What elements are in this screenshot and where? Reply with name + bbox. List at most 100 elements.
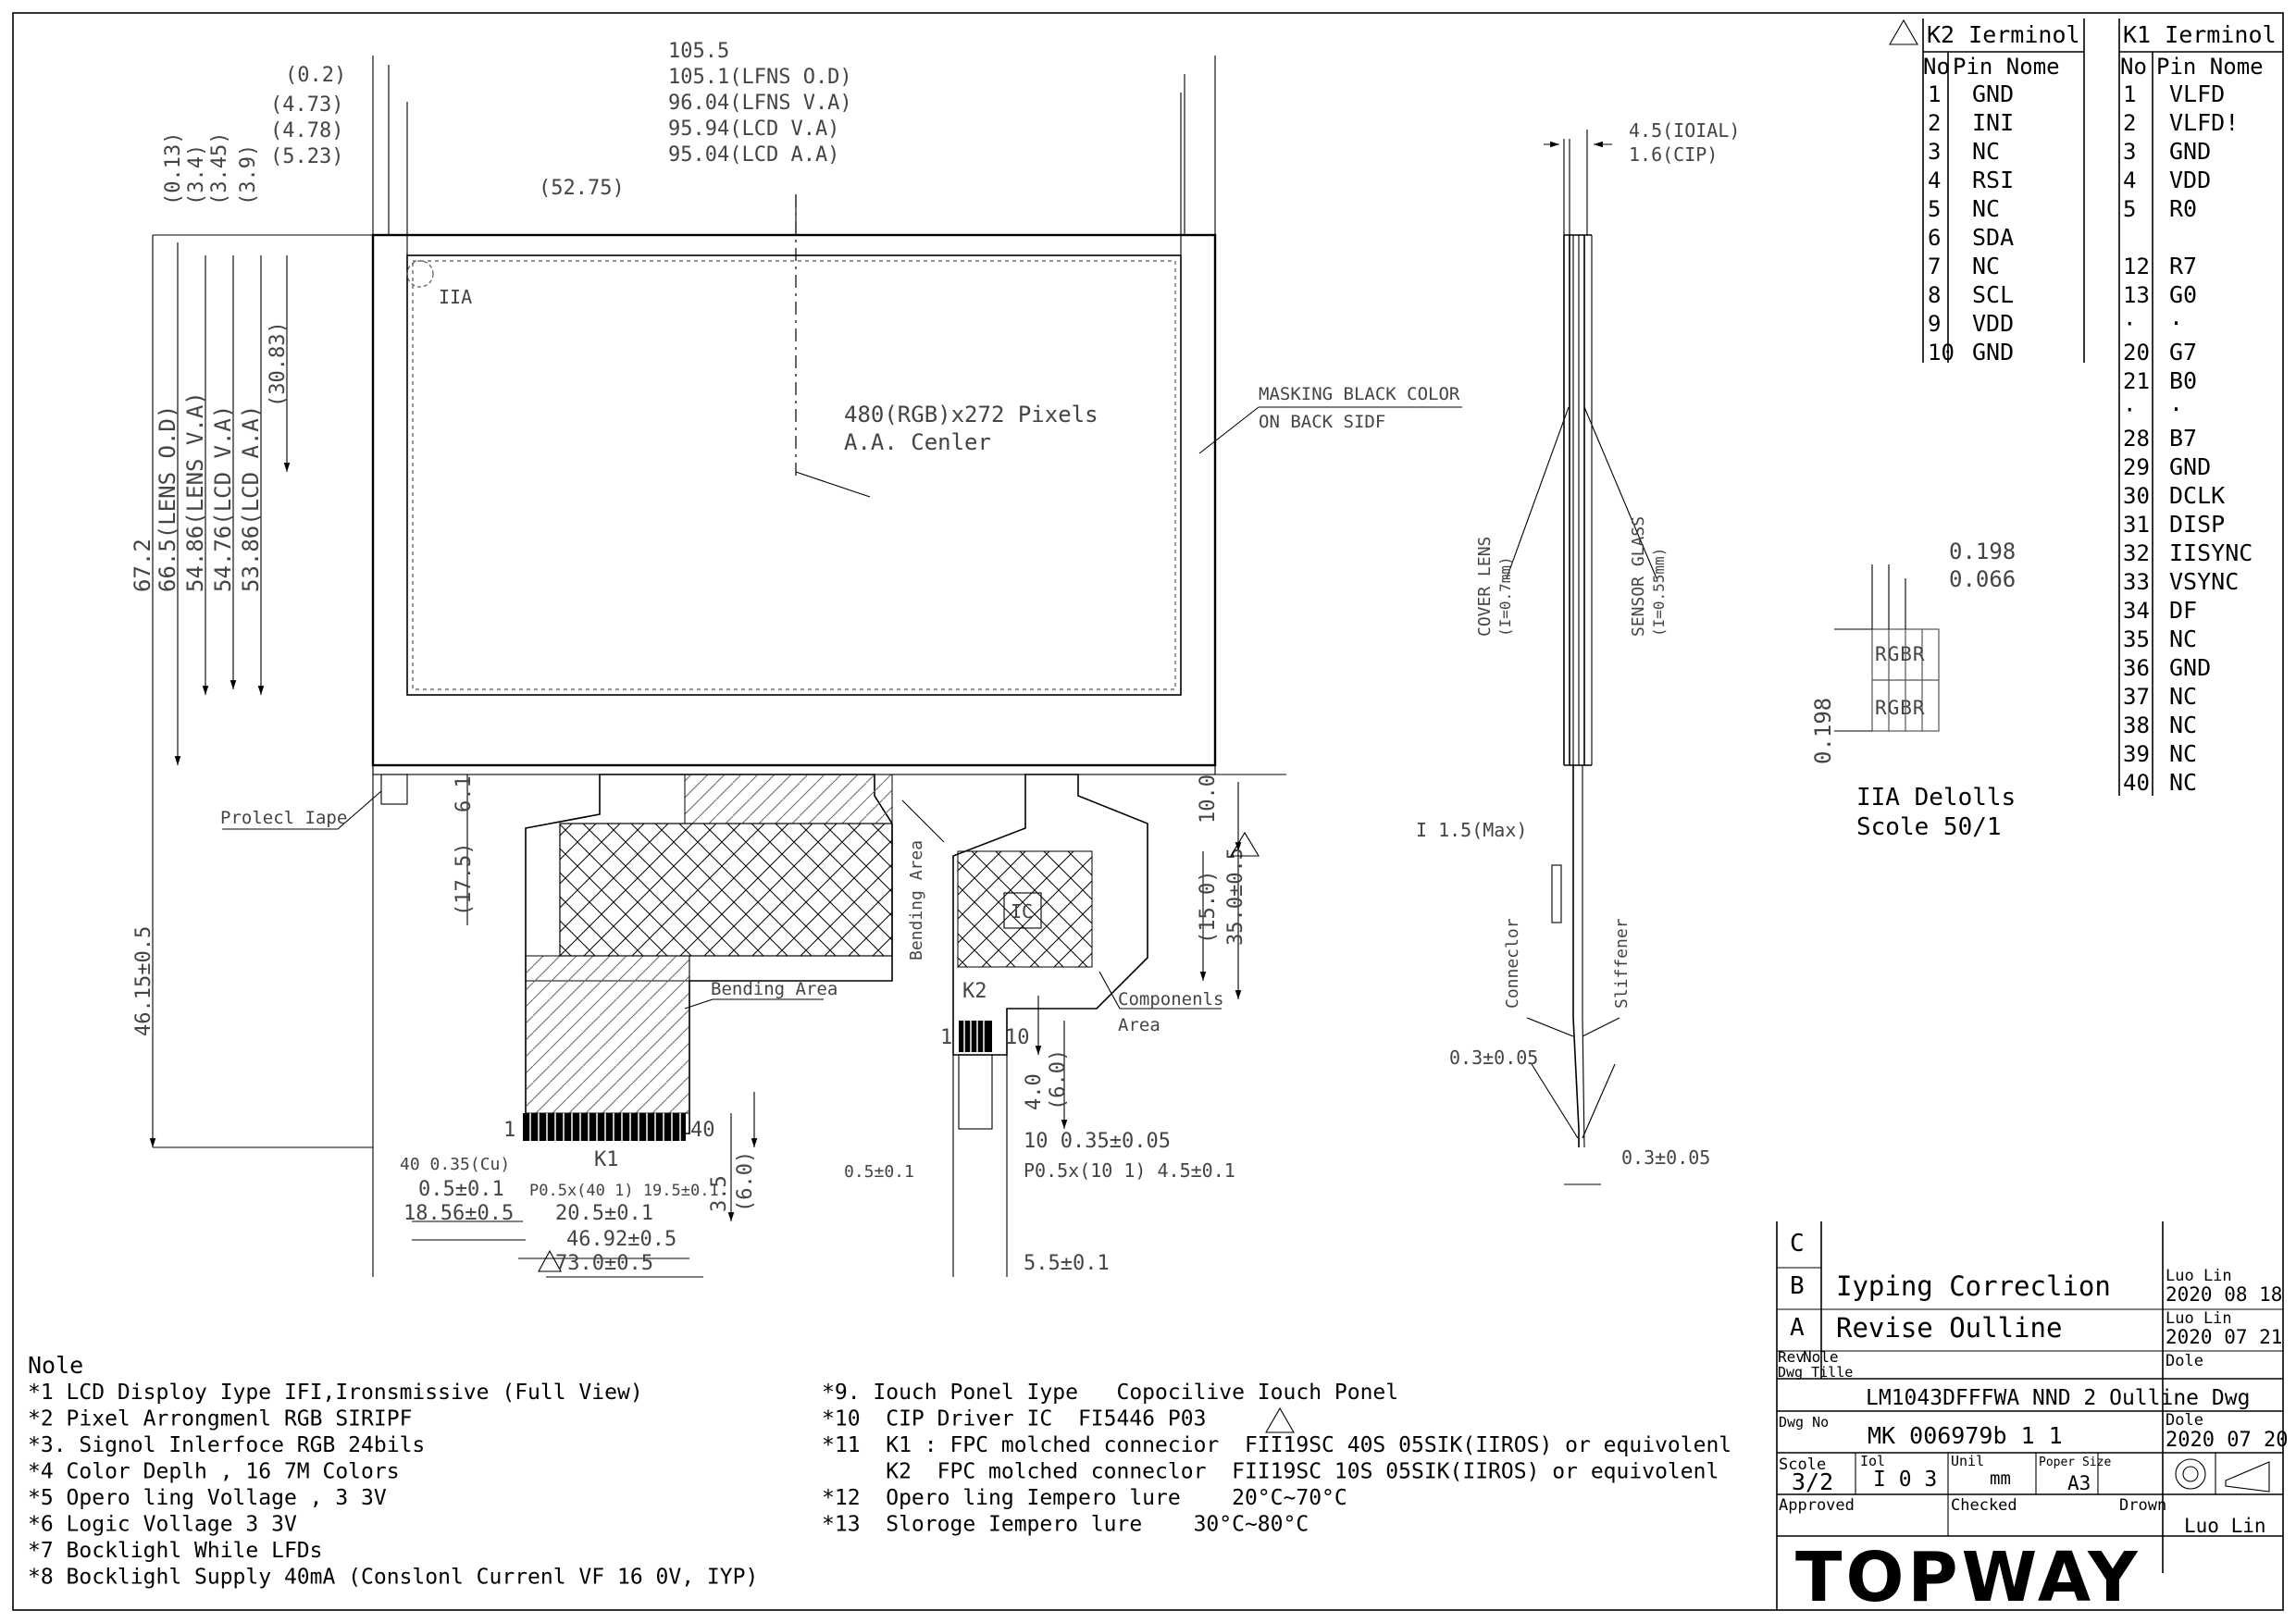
rev-header: Rev	[1778, 1348, 1805, 1366]
dim-b-p05x40: P0.5x(40 1) 19.5±0.1	[529, 1182, 719, 1200]
k1-pin-no: 39	[2123, 741, 2150, 767]
components-label-1: Componenls	[1118, 989, 1223, 1010]
dim-left-main-0: 67.2	[130, 539, 155, 592]
rev-b-note: Iyping Correclion	[1836, 1270, 2111, 1302]
tol-label: Iol	[1860, 1453, 1885, 1469]
k1-pin-no: 12	[2123, 254, 2150, 279]
dwg-no-label: Dwg No	[1779, 1414, 1829, 1431]
k2-pin-name: NC	[1972, 138, 2000, 165]
note-line: *13 Sloroge Iempero lure 30°C~80°C	[822, 1513, 1309, 1537]
stiffener-label: Sliffener	[1612, 918, 1632, 1009]
date-label: Dole	[2166, 1411, 2203, 1430]
drawn-value: Luo Lin	[2184, 1515, 2266, 1537]
pin10-label: 10	[1005, 1026, 1030, 1049]
dim-left-main-2: 54.86(LENS V.A)	[182, 391, 208, 592]
k1-pin-no: 31	[2123, 512, 2150, 538]
ic-chip	[1003, 892, 1042, 929]
dim-60b: (6.0)	[734, 1151, 757, 1212]
dim-100: 10.0	[1197, 774, 1220, 824]
k2-pin-no: 2	[1928, 110, 1941, 136]
k2-pin-no: 4	[1928, 167, 1941, 193]
note-line: *12 Opero ling Iempero lure 20°C~70°C	[822, 1486, 1347, 1510]
sheet-border	[12, 12, 2284, 1611]
dim-150: (15.0)	[1197, 871, 1220, 944]
k1-pin-name: VSYNC	[2169, 568, 2239, 595]
lens-outline	[371, 233, 1217, 767]
side-45: 4.5(IOIAL)	[1629, 119, 1740, 142]
k1-pin-name: R0	[2169, 195, 2197, 222]
notes-left: *1 LCD Disploy Iype IFI,Ironsmissive (Fu…	[28, 1381, 758, 1590]
k1-pin-no: 32	[2123, 540, 2150, 566]
k2-pin-no: 3	[1928, 139, 1941, 165]
k1-pin-name: NC	[2169, 683, 2197, 710]
pin40-label: 40	[690, 1119, 715, 1142]
dim-top-left-3: (5.23)	[270, 145, 343, 168]
protect-tape-label: Prolecl Iape	[220, 808, 347, 828]
dim-top-2: 96.04(LFNS V.A)	[668, 92, 852, 115]
k1-pin-no: 35	[2123, 626, 2150, 652]
dim-b-205: 20.5±0.1	[555, 1202, 653, 1225]
fpc-k1-contacts	[523, 1113, 686, 1141]
components-label-2: Area	[1118, 1015, 1160, 1035]
k2-pin-name: SDA	[1972, 224, 2014, 251]
dim-b-4692: 46.92±0.5	[566, 1228, 676, 1251]
dim-top-left-1: (4.73)	[270, 93, 343, 117]
dwg-no: MK 006979b 1 1	[1868, 1422, 2063, 1449]
det-rgbr-2: RGBR	[1875, 697, 1926, 719]
k1-pin-name: G0	[2169, 281, 2197, 308]
k1-pin-name: DCLK	[2169, 482, 2225, 509]
paper-label: Poper Size	[2039, 1456, 2111, 1469]
note-line: *9. Iouch Ponel Iype Copocilive Iouch Po…	[822, 1381, 1398, 1405]
sensor-glass-2: (I=0.55mm)	[1650, 548, 1668, 637]
k1-pin-no: 29	[2123, 454, 2150, 480]
k1-pin-no: 1	[2123, 81, 2136, 107]
dim-left-small-1: (3.4)	[185, 144, 208, 205]
rev-b-triangle-2	[1265, 1406, 1295, 1433]
k2-pin-no: 7	[1928, 254, 1941, 279]
k1-pin-name: B7	[2169, 425, 2197, 452]
masking-label-1: MASKING BLACK COLOR	[1259, 384, 1460, 404]
k1-pin-name: VLFD	[2169, 81, 2225, 107]
topway-logo: TOPWAY	[1795, 1538, 2141, 1617]
det-0198b: 0.198	[1810, 698, 1836, 764]
dim-left-main-3: 54.76(LCD V.A)	[210, 405, 236, 592]
dim-top-3: 95.94(LCD V.A)	[668, 118, 839, 141]
side-03a: 0.3±0.05	[1449, 1047, 1538, 1069]
k1-pin-no: 40	[2123, 770, 2150, 796]
dim-b-05: 0.5±0.1	[418, 1178, 504, 1201]
drawn-label: Drown	[2119, 1496, 2166, 1515]
dim-top-left-0: (0.2)	[285, 64, 346, 87]
dim-left-small-3: (3.9)	[237, 144, 260, 205]
dim-b-p05x10: P0.5x(10 1) 4.5±0.1	[1024, 1159, 1235, 1182]
k1-pin-no: ·	[2123, 397, 2136, 423]
note-line: *4 Color Deplh , 16 7M Colors	[28, 1460, 400, 1484]
k1-pin-name: NC	[2169, 769, 2197, 796]
dim-b-40-035: 40 0.35(Cu)	[400, 1155, 510, 1174]
rev-b-author: Luo Lin	[2166, 1267, 2232, 1285]
projection-cone-icon	[2225, 1461, 2270, 1493]
dim-40: 4.0	[1023, 1073, 1046, 1110]
dim-left-small-2: (3.45)	[208, 132, 231, 205]
dim-top-1: 105.1(LFNS O.D)	[668, 66, 852, 89]
k2-pin-name: INI	[1972, 109, 2014, 136]
rev-a-note: Revise Oulline	[1836, 1312, 2062, 1344]
title-block	[1776, 1221, 2283, 1610]
k1-pin-name: IISYNC	[2169, 539, 2253, 566]
dim-top-4: 95.04(LCD A.A)	[668, 143, 839, 167]
k1-pin-no: 28	[2123, 426, 2150, 452]
k1-pin-name: ·	[2169, 396, 2183, 423]
dim-b-1856: 18.56±0.5	[403, 1202, 514, 1225]
det-scale: Scole 50/1	[1856, 813, 2002, 841]
k1-pin-name: GND	[2169, 138, 2211, 165]
k1-pin-no: 30	[2123, 483, 2150, 509]
k1-pin-name: NC	[2169, 626, 2197, 652]
rev-a-triangle-2	[1889, 19, 1918, 45]
dim-175: (17.5)	[453, 843, 476, 916]
k2-col-name: Pin Nome	[1953, 54, 2060, 80]
pixels-label: 480(RGB)x272 Pixels	[844, 402, 1098, 427]
dim-overall-h: 46.15±0.5	[132, 926, 155, 1036]
scale-label: Scole	[1779, 1456, 1826, 1474]
k2-pin-name: RSI	[1972, 167, 2014, 193]
dim-b-55: 5.5±0.1	[1024, 1252, 1110, 1275]
